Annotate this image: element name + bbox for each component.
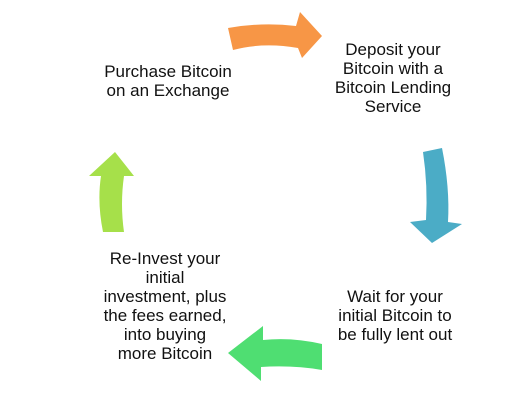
step-reinvest-line: the fees earned,: [103, 306, 227, 325]
step-deposit: Deposit your Bitcoin with a Bitcoin Lend…: [318, 40, 468, 116]
arrow-right-shape: [410, 148, 462, 243]
step-purchase-line: Purchase Bitcoin: [104, 62, 232, 81]
step-reinvest-line: initial: [145, 268, 185, 287]
step-reinvest-line: more Bitcoin: [117, 344, 213, 363]
step-purchase: Purchase Bitcoin on an Exchange: [80, 62, 256, 100]
arrow-bottom-shape: [228, 326, 322, 381]
step-deposit-line: Bitcoin with a: [342, 59, 444, 78]
step-reinvest-line: Re-Invest your: [109, 249, 221, 268]
step-wait-line: be fully lent out: [337, 325, 453, 344]
step-purchase-line: on an Exchange: [106, 81, 230, 100]
step-wait-line: initial Bitcoin to: [338, 306, 452, 325]
step-wait-line: Wait for your: [347, 287, 443, 306]
step-deposit-line: Bitcoin Lending: [334, 78, 452, 97]
step-wait: Wait for your initial Bitcoin to be full…: [316, 287, 474, 344]
step-reinvest: Re-Invest your initial investment, plus …: [76, 249, 254, 363]
step-reinvest-line: into buying: [123, 325, 207, 344]
arrow-left-shape: [89, 152, 134, 232]
arrow-top-shape: [228, 12, 322, 58]
step-deposit-line: Deposit your: [345, 40, 441, 59]
step-reinvest-line: investment, plus: [103, 287, 227, 306]
step-deposit-line: Service: [364, 97, 422, 116]
